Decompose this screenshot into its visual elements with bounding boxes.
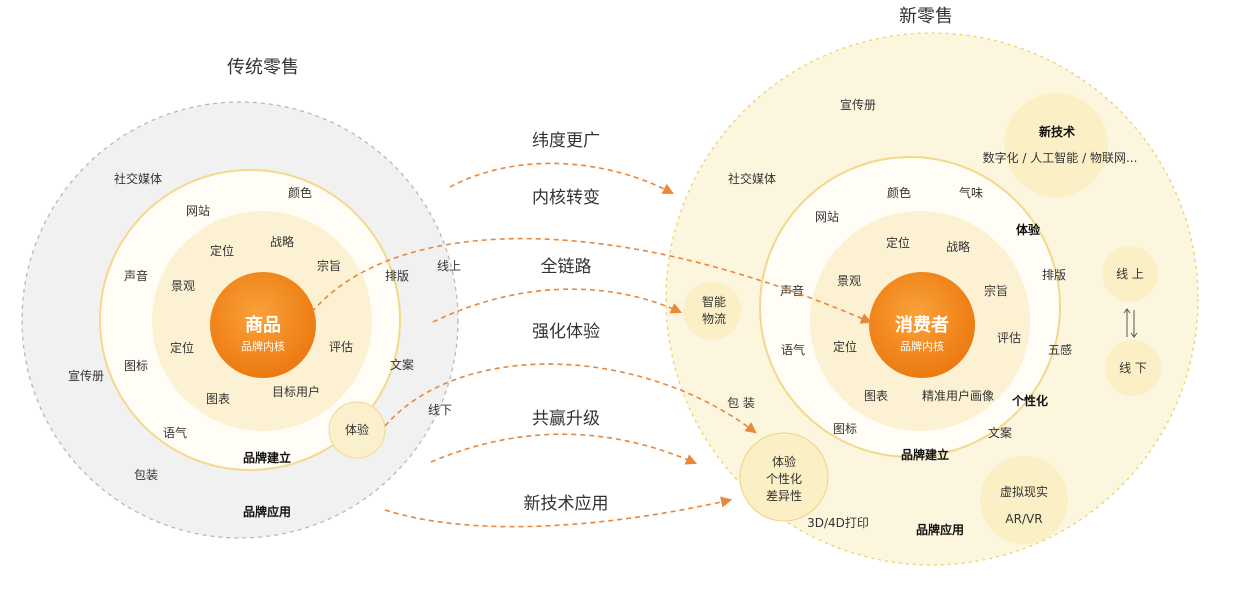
trad-middle-label: 声音 [124,268,148,283]
online-bubble [1102,246,1158,302]
new-retail-brand-build: 品牌建立 [901,447,949,462]
traditional-core-title: 商品 [245,314,281,336]
new-retail-title: 新零售 [899,6,953,27]
arrow-label: 内核转变 [532,188,600,208]
new-middle-label: 文案 [988,425,1012,440]
traditional-brand-apply: 品牌应用 [243,504,291,519]
trad-outer-label: 包装 [134,468,158,482]
trad-outer-label: 线下 [428,403,452,417]
new-middle-label: 气味 [959,185,983,200]
trad-outer-label: 线上 [437,259,461,273]
tech-bubble-subtitle: 数字化 / 人工智能 / 物联网... [983,150,1138,165]
arrow-label: 共赢升级 [532,409,600,429]
trad-inner-label: 宗旨 [317,258,341,273]
arrow-full-chain [432,288,683,323]
arrow-label: 强化体验 [532,322,600,342]
new-outer-label: 包 装 [727,396,755,410]
trad-middle-label: 排版 [385,269,409,283]
arrow-win-win-upgrade [430,433,698,465]
traditional-core-subtitle: 品牌内核 [241,339,285,353]
arrow-label: 新技术应用 [524,494,609,514]
new-middle-label: 五感 [1048,342,1072,357]
arrow-label: 全链路 [541,257,592,277]
trad-inner-label: 景观 [171,279,195,293]
logistics-label: 智能 [702,294,726,309]
new-inner-label: 定位 [886,235,910,250]
new-middle-label: 颜色 [887,185,911,200]
new-inner-label: 评估 [997,331,1021,345]
arrow-label: 纬度更广 [532,131,600,151]
tech-bubble-title: 新技术 [1039,124,1075,139]
logistics-label: 物流 [702,312,726,326]
online-offline-exchange-icon [1123,308,1138,338]
trad-inner-label: 定位 [210,243,234,258]
experience-bubble [739,432,829,522]
logistics-bubble [683,282,741,340]
new-middle-label: 排版 [1042,268,1066,282]
new-middle-label: 语气 [781,342,805,357]
traditional-brand-build: 品牌建立 [243,450,291,465]
new-retail-core-title: 消费者 [895,314,949,336]
traditional-experience-label: 体验 [345,422,369,437]
trad-inner-label: 目标用户 [272,384,320,399]
traditional-core [210,272,316,378]
trad-middle-label: 网站 [186,204,210,218]
tech-bubble [1004,93,1108,197]
online-label: 线 上 [1116,267,1144,281]
new-inner-label: 图表 [864,389,888,403]
trad-outer-label: 宣传册 [68,368,104,383]
trad-middle-label: 颜色 [288,185,312,200]
new-middle-label: 网站 [815,210,839,224]
trad-outer-label: 社交媒体 [114,171,162,186]
new-middle-label: 图标 [833,422,857,436]
trad-middle-label: 语气 [163,425,187,440]
arrow-new-tech [384,496,733,528]
vr-label: AR/VR [1005,512,1042,526]
offline-bubble [1105,340,1161,396]
new-outer-label: 宣传册 [840,97,876,112]
new-inner-label: 战略 [946,239,970,254]
new-middle-label: 体验 [1016,222,1041,237]
new-retail-core [869,272,975,378]
new-middle-label: 个性化 [1011,393,1048,408]
experience-label: 差异性 [766,489,802,503]
trad-inner-label: 评估 [329,340,353,354]
new-outer-label: 3D/4D打印 [807,516,869,530]
trad-inner-label: 战略 [270,234,294,249]
traditional-experience-bubble [328,401,386,459]
vr-label: 虚拟现实 [1000,484,1048,499]
experience-label: 个性化 [766,472,802,486]
traditional-title: 传统零售 [227,57,299,78]
new-inner-label: 宗旨 [984,283,1008,298]
new-inner-label: 定位 [833,339,857,354]
offline-label: 线 下 [1119,361,1147,375]
new-outer-label: 社交媒体 [728,171,776,186]
new-inner-label: 精准用户画像 [922,388,994,403]
arrow-strengthen-experience [384,363,757,434]
vr-bubble [980,456,1068,544]
arrow-core-shift [311,237,873,324]
new-retail-brand-apply: 品牌应用 [916,522,964,537]
arrow-wider-dimension [449,162,674,195]
experience-label: 体验 [772,454,796,469]
transition-arrows [311,162,873,528]
trad-inner-label: 定位 [170,340,194,355]
new-inner-label: 景观 [837,274,861,288]
trad-inner-label: 图表 [206,392,230,406]
new-retail-core-subtitle: 品牌内核 [900,339,944,353]
trad-middle-label: 文案 [390,357,414,372]
trad-middle-label: 图标 [124,359,148,373]
